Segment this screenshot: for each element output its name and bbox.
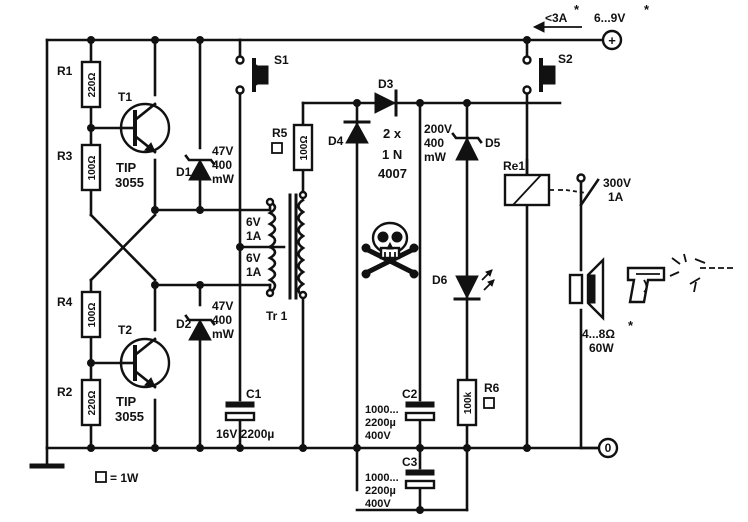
diode-d4: D4 2 x 1 N 4007 xyxy=(328,120,407,181)
svg-text:300V: 300V xyxy=(603,176,631,190)
svg-text:47V: 47V xyxy=(212,299,233,313)
svg-text:400: 400 xyxy=(212,313,232,327)
svg-text:R6: R6 xyxy=(484,381,500,395)
svg-text:Tr 1: Tr 1 xyxy=(266,309,288,323)
svg-text:T1: T1 xyxy=(118,90,132,104)
wires xyxy=(29,38,610,512)
svg-text:mW: mW xyxy=(212,172,235,186)
svg-text:2200µ: 2200µ xyxy=(365,417,396,429)
pistol-icon xyxy=(626,253,735,304)
svg-text:16V 2200µ: 16V 2200µ xyxy=(216,427,274,441)
svg-text:100Ω: 100Ω xyxy=(87,156,98,181)
plus-terminal: + xyxy=(601,29,623,51)
svg-text:D4: D4 xyxy=(328,134,344,148)
svg-text:4007: 4007 xyxy=(378,166,407,181)
svg-text:1000...: 1000... xyxy=(365,472,399,484)
svg-text:6V: 6V xyxy=(246,251,261,265)
svg-text:220Ω: 220Ω xyxy=(87,391,98,416)
transistor-t1: T1 TIP 3055 xyxy=(115,90,171,190)
resistor-r6: 100k R6 xyxy=(456,378,500,427)
svg-text:*: * xyxy=(628,318,634,333)
capacitor-c1: C1 16V 2200µ xyxy=(216,387,274,441)
zener-d5: 200V 400 mW D5 xyxy=(424,122,501,164)
svg-text:D2: D2 xyxy=(176,317,192,331)
transformer-tr1: 6V 1A 6V 1A Tr 1 xyxy=(246,190,308,323)
svg-text:C1: C1 xyxy=(246,387,262,401)
svg-text:220Ω: 220Ω xyxy=(87,73,98,98)
svg-text:mW: mW xyxy=(212,327,235,341)
svg-text:+: + xyxy=(608,33,616,48)
svg-text:1A: 1A xyxy=(246,229,262,243)
svg-text:3055: 3055 xyxy=(115,409,144,424)
svg-text:R1: R1 xyxy=(57,64,73,78)
resistor-r3: 100Ω R3 xyxy=(57,143,102,192)
svg-text:T2: T2 xyxy=(118,323,132,337)
svg-text:1000...: 1000... xyxy=(365,404,399,416)
svg-text:100Ω: 100Ω xyxy=(87,303,98,328)
svg-text:D3: D3 xyxy=(378,77,394,91)
svg-text:D6: D6 xyxy=(432,273,448,287)
svg-text:47V: 47V xyxy=(212,144,233,158)
svg-text:1 N: 1 N xyxy=(382,147,402,162)
svg-text:*: * xyxy=(574,2,580,17)
capacitor-c3: C3 1000... 2200µ 400V xyxy=(365,455,436,510)
zener-d1: D1 47V 400 mW xyxy=(176,144,235,186)
svg-text:2200µ: 2200µ xyxy=(365,485,396,497)
ground-terminal: 0 xyxy=(597,437,619,459)
svg-text:6V: 6V xyxy=(246,215,261,229)
svg-text:Re1: Re1 xyxy=(503,159,525,173)
svg-text:200V: 200V xyxy=(424,122,452,136)
junction-dots xyxy=(87,36,531,514)
transistor-t2: T2 TIP 3055 xyxy=(115,323,171,424)
resistor-r2: 220Ω R2 xyxy=(57,378,102,427)
svg-text:400V: 400V xyxy=(365,430,391,442)
resistor-r5: 100Ω R5 xyxy=(271,123,314,172)
svg-text:60W: 60W xyxy=(589,341,614,355)
switch-s2: S2 xyxy=(522,52,573,95)
svg-text:6...9V: 6...9V xyxy=(594,11,625,25)
svg-text:mW: mW xyxy=(424,150,447,164)
svg-text:1A: 1A xyxy=(246,265,262,279)
svg-text:D1: D1 xyxy=(176,165,192,179)
svg-text:S1: S1 xyxy=(274,53,289,67)
svg-text:0: 0 xyxy=(605,441,612,455)
svg-text:R3: R3 xyxy=(57,149,73,163)
resistor-r4: 100Ω R4 xyxy=(57,290,102,339)
relay-re1: Re1 300V 1A xyxy=(503,159,631,207)
svg-text:4...8Ω: 4...8Ω xyxy=(582,327,615,341)
svg-text:D5: D5 xyxy=(485,136,501,150)
svg-text:100k: 100k xyxy=(463,391,474,414)
speaker-icon: 4...8Ω * 60W xyxy=(568,257,634,355)
svg-text:R2: R2 xyxy=(57,385,73,399)
resistor-r1: 220Ω R1 xyxy=(57,60,102,109)
svg-text:1A: 1A xyxy=(608,190,624,204)
svg-text:C3: C3 xyxy=(402,455,418,469)
svg-text:3055: 3055 xyxy=(115,175,144,190)
zener-d2: D2 47V 400 mW xyxy=(176,299,235,341)
diode-d3: D3 xyxy=(374,77,398,117)
svg-text:R5: R5 xyxy=(272,126,288,140)
svg-text:TIP: TIP xyxy=(116,394,137,409)
power-rating-legend: = 1W xyxy=(95,471,139,485)
svg-text:<3A: <3A xyxy=(545,11,568,25)
svg-text:2 x: 2 x xyxy=(383,126,402,141)
capacitor-c2: C2 1000... 2200µ 400V xyxy=(365,387,436,442)
supply-annotation: <3A * 6...9V * xyxy=(532,2,650,33)
svg-text:S2: S2 xyxy=(558,52,573,66)
svg-text:100Ω: 100Ω xyxy=(299,136,310,161)
svg-text:400: 400 xyxy=(212,158,232,172)
svg-text:TIP: TIP xyxy=(116,160,137,175)
skull-crossbones-icon xyxy=(361,221,419,279)
svg-text:400V: 400V xyxy=(365,498,391,510)
svg-text:*: * xyxy=(644,2,650,17)
svg-text:C2: C2 xyxy=(402,387,418,401)
led-d6: D6 xyxy=(432,269,495,301)
svg-text:400: 400 xyxy=(424,136,444,150)
svg-text:R4: R4 xyxy=(57,295,73,309)
svg-text:= 1W: = 1W xyxy=(110,471,139,485)
switch-s1: S1 xyxy=(235,53,289,95)
